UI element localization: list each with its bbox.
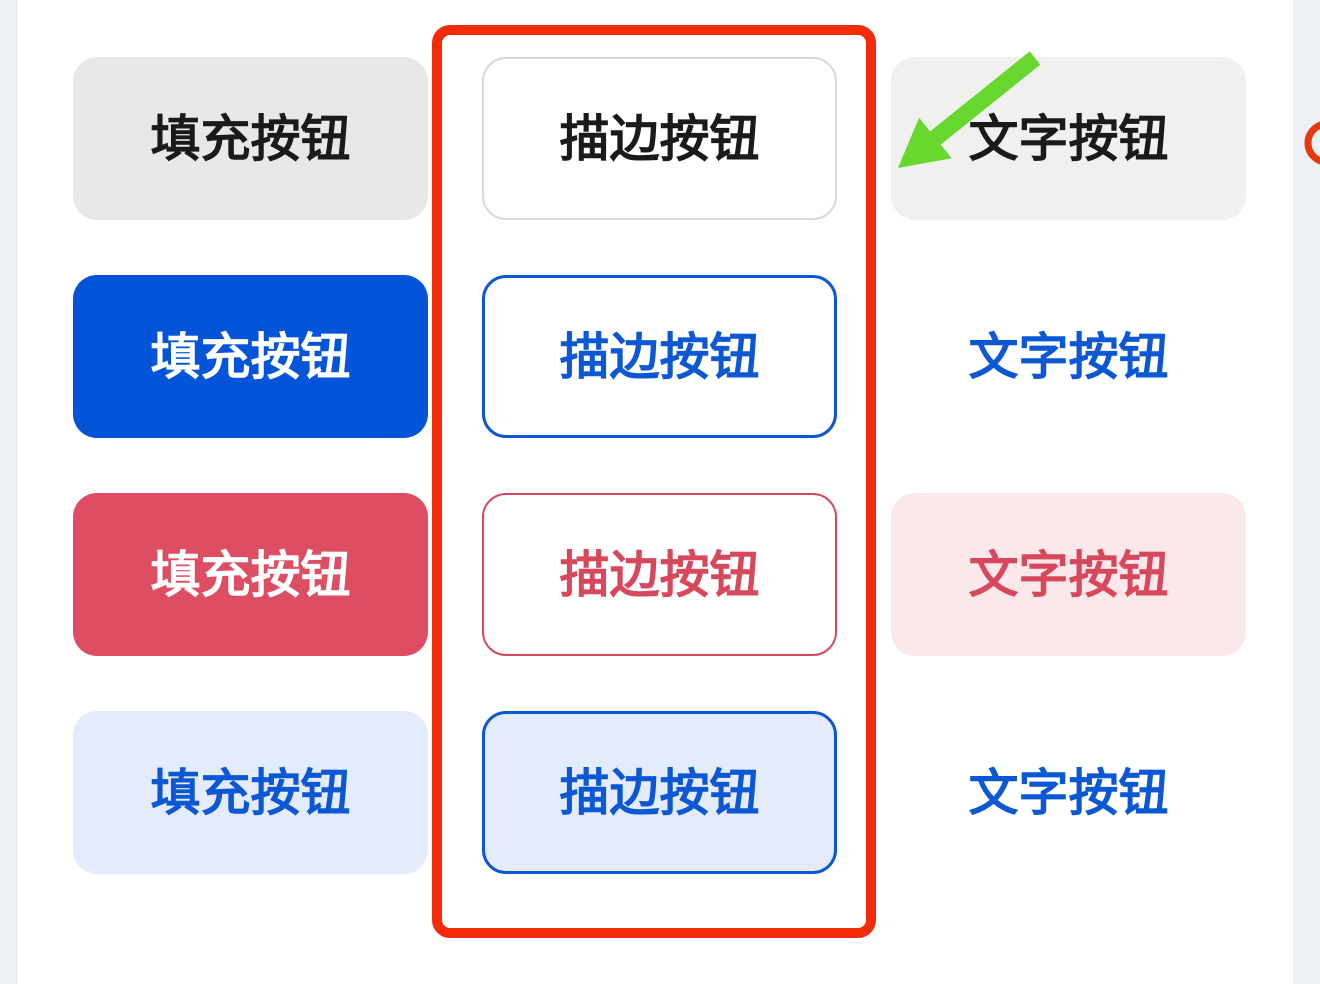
text-button-danger[interactable]: 文字按钮 — [891, 493, 1246, 656]
text-button-primary[interactable]: 文字按钮 — [891, 275, 1246, 438]
outline-button-default[interactable]: 描边按钮 — [482, 57, 837, 220]
partial-circle-shape — [1304, 121, 1320, 165]
button-grid: 填充按钮 描边按钮 文字按钮 填充按钮 描边按钮 文字按钮 填充按钮 描边按钮 … — [73, 57, 1246, 874]
text-button-default[interactable]: 文字按钮 — [891, 57, 1246, 220]
outline-button-tonal[interactable]: 描边按钮 — [482, 711, 837, 874]
outline-button-danger[interactable]: 描边按钮 — [482, 493, 837, 656]
text-button-tonal[interactable]: 文字按钮 — [891, 711, 1246, 874]
annotation-partial-circle-icon — [1304, 121, 1320, 165]
fill-button-default[interactable]: 填充按钮 — [73, 57, 428, 220]
outline-button-primary[interactable]: 描边按钮 — [482, 275, 837, 438]
fill-button-danger[interactable]: 填充按钮 — [73, 493, 428, 656]
fill-button-primary[interactable]: 填充按钮 — [73, 275, 428, 438]
fill-button-tonal[interactable]: 填充按钮 — [73, 711, 428, 874]
